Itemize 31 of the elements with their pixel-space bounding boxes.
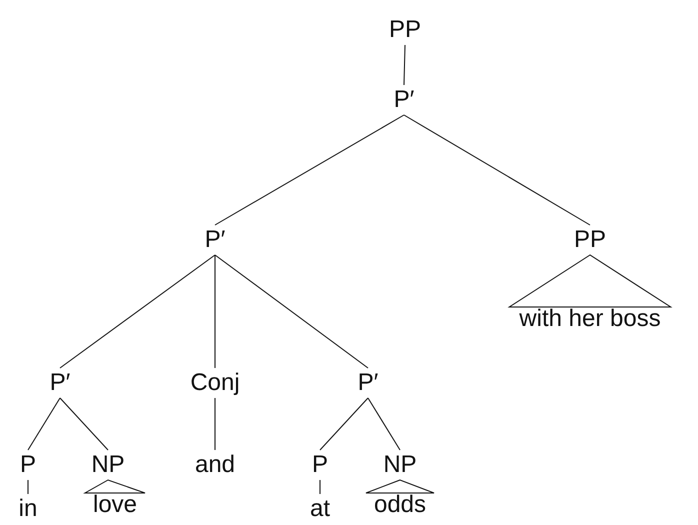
branch-line (320, 398, 368, 450)
tree-node-label: P′ (204, 227, 226, 253)
tree-node-label: P (312, 452, 328, 478)
tree-node-label: P′ (358, 370, 378, 396)
tree-node-label: with her boss (519, 306, 661, 332)
tree-node-label: and (194, 452, 236, 478)
roof-triangle (365, 479, 435, 494)
branch-line (60, 254, 216, 368)
branch-line (404, 114, 590, 226)
tree-node-label: love (92, 492, 138, 518)
branch-line (214, 254, 216, 368)
tree-node-label: Conj (190, 370, 240, 396)
branch-line (404, 44, 406, 86)
roof-triangle (508, 254, 672, 308)
branch-line (214, 114, 404, 226)
branch-line (60, 398, 108, 450)
tree-node-label: PP (574, 227, 606, 253)
branch-line (28, 398, 60, 450)
tree-node-label: PP (389, 17, 421, 43)
tree-node-label: at (310, 496, 330, 522)
branch-line (214, 254, 368, 368)
branch-line (214, 398, 216, 450)
tree-node-label: P (20, 452, 36, 478)
roof-triangle (83, 479, 146, 494)
branch-line (368, 398, 400, 450)
tree-node-label: odds (374, 492, 426, 518)
tree-node-label: NP (91, 452, 125, 478)
tree-node-label: P′ (50, 370, 70, 396)
tree-node-label: P′ (394, 87, 414, 113)
tree-node-label: in (18, 496, 38, 522)
tree-node-label: NP (383, 452, 417, 478)
